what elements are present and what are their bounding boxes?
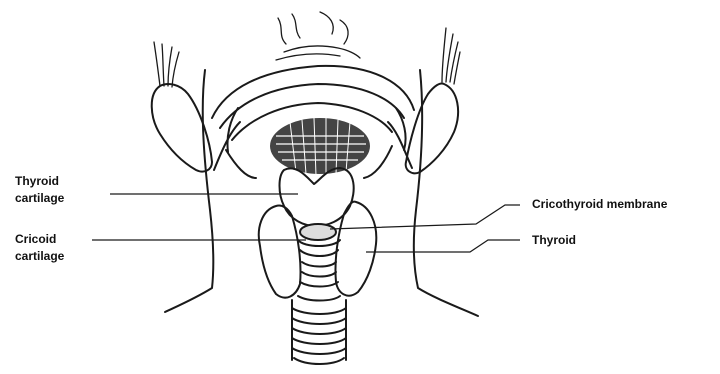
tongue-hatching (270, 118, 370, 176)
cricoid-cartilage-label: Cricoid cartilage (15, 231, 64, 265)
right-neck-contour (414, 70, 478, 316)
thyroid-label: Thyroid (532, 232, 576, 249)
chin-contours (276, 12, 360, 60)
cricoid-cartilage-shape (298, 240, 340, 256)
right-hair-tuft (442, 28, 460, 84)
thyroid-cartilage-label: Thyroid cartilage (15, 173, 64, 207)
thyroid-leader (366, 240, 520, 252)
thyroid-cartilage-shape (280, 168, 354, 226)
left-neck-contour (165, 70, 213, 312)
right-ear (406, 83, 458, 173)
cricothyroid-membrane-label: Cricothyroid membrane (532, 196, 667, 213)
left-hair-tuft (154, 42, 179, 87)
cricothyroid-membrane-leader (330, 205, 520, 229)
cricothyroid-membrane-shape (300, 224, 336, 240)
